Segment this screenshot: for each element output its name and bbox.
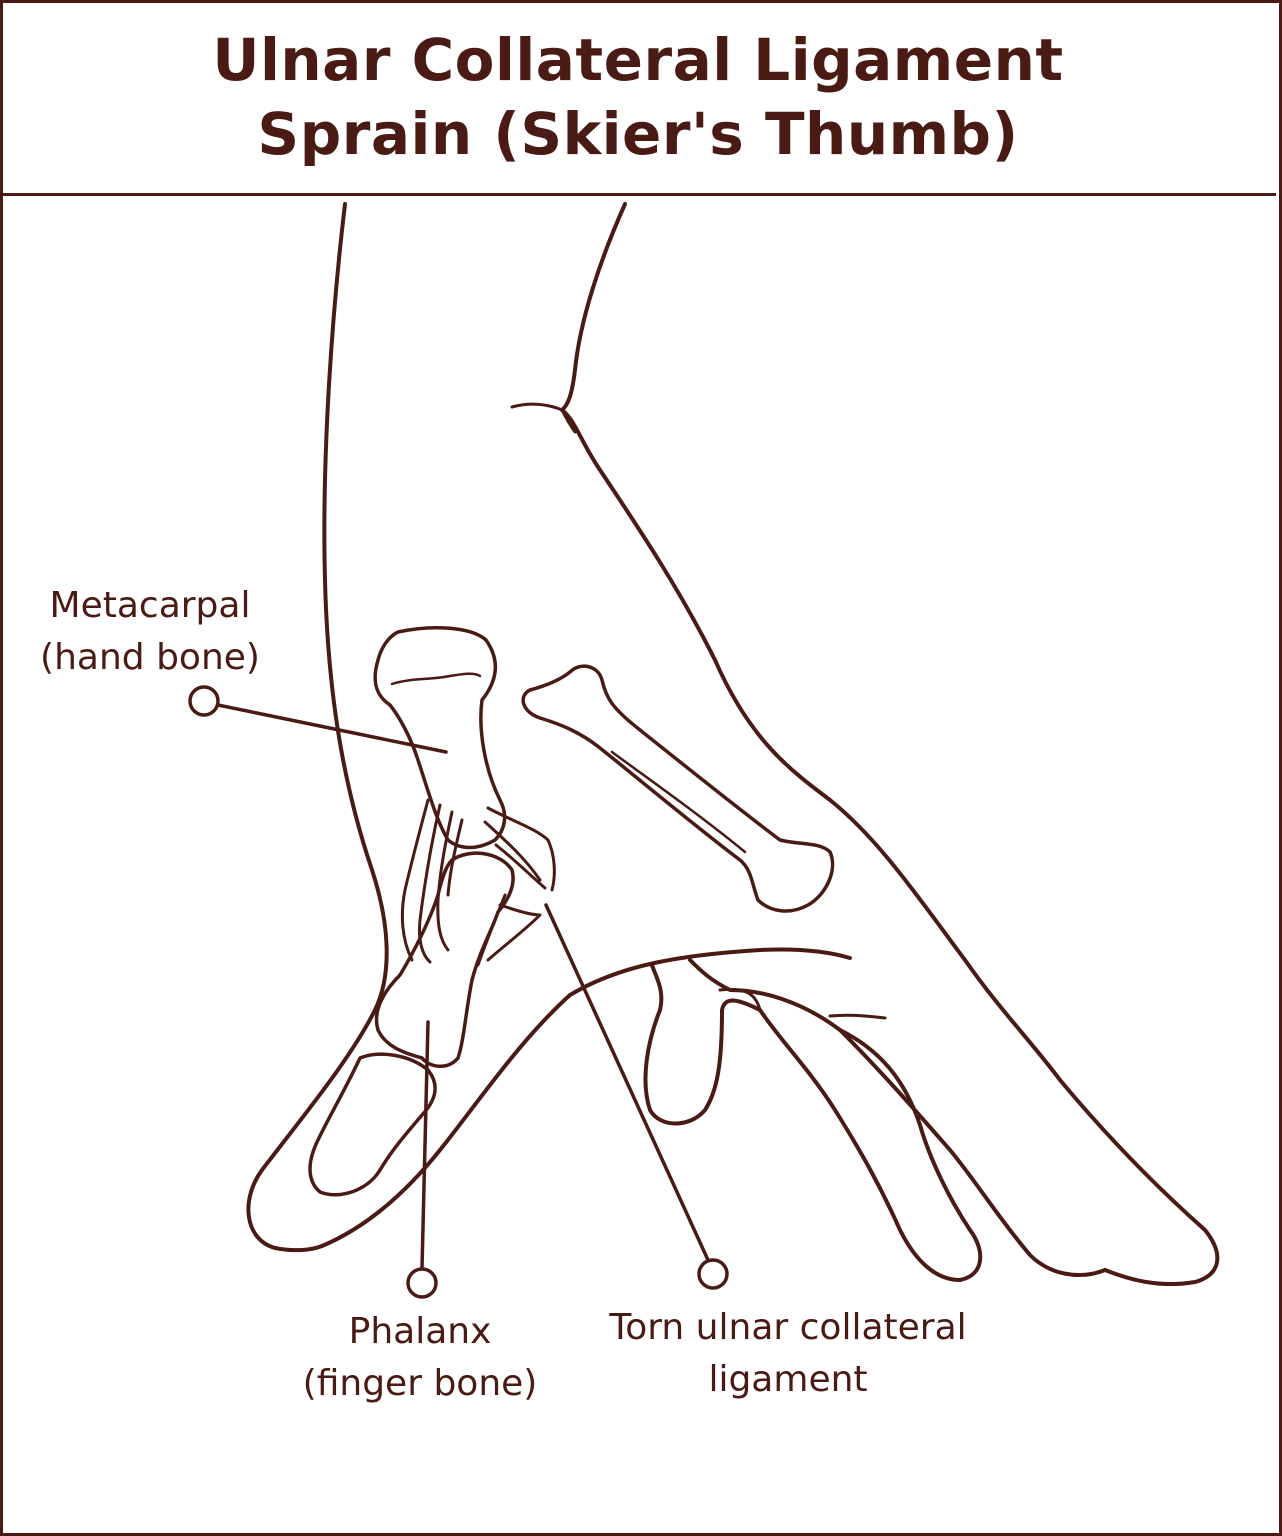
label-metacarpal-line2: (hand bone) (40, 637, 260, 678)
phalanx-bone (374, 851, 515, 1068)
hand-outline-left (246, 202, 389, 1253)
label-phalanx: Phalanx (finger bone) (285, 1306, 555, 1410)
label-metacarpal: Metacarpal (hand bone) (30, 580, 270, 684)
knuckle-line (828, 1013, 887, 1020)
distal-phalanx-bone (308, 1052, 437, 1197)
phalanx-marker (406, 1267, 438, 1299)
metacarpal-head-detail (390, 672, 482, 686)
ligament-leader-line (544, 903, 710, 1262)
hand-outline-right (560, 202, 1220, 1287)
finger-middle-inner (758, 1008, 962, 1282)
label-ligament-line1: Torn ulnar collateral (609, 1307, 967, 1348)
label-phalanx-line1: Phalanx (348, 1311, 492, 1352)
ligament-marker (697, 1258, 729, 1290)
label-ligament: Torn ulnar collateral ligament (578, 1302, 998, 1406)
ligament-strand-left (400, 798, 464, 964)
label-metacarpal-line1: Metacarpal (49, 585, 251, 626)
metacarpal-bone (373, 626, 507, 850)
wrist-crease (510, 402, 577, 434)
metacarpal-marker (188, 685, 220, 717)
title-line-1: Ulnar Collateral Ligament (212, 25, 1064, 94)
label-phalanx-line2: (finger bone) (302, 1363, 538, 1404)
label-ligament-line2: ligament (708, 1359, 868, 1400)
finger-metacarpal-detail (610, 750, 747, 854)
finger-metacarpal-bone (521, 664, 835, 913)
metacarpal-leader-line (216, 703, 448, 754)
title-line-2: Sprain (Skier's Thumb) (257, 99, 1019, 168)
title-bar: Ulnar Collateral Ligament Sprain (Skier'… (0, 0, 1276, 196)
knuckle-line-2 (718, 987, 762, 1012)
finger-middle (838, 1028, 983, 1282)
finger-ring (643, 963, 762, 1126)
thumb-underside (320, 947, 852, 1248)
phalanx-leader-line (420, 1020, 430, 1270)
ligament-strand-right (476, 806, 556, 967)
